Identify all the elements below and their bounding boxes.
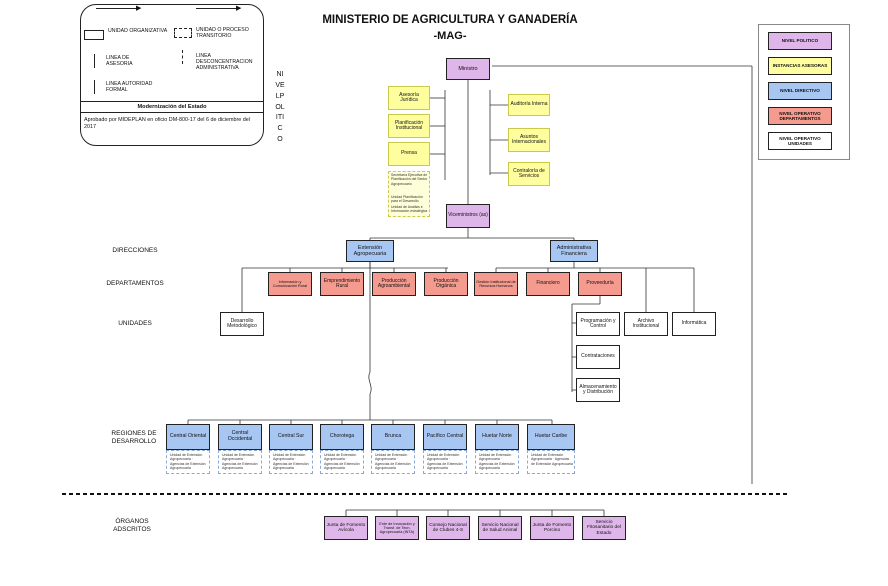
region-box[interactable]: Pacífico Central: [423, 424, 467, 450]
legend-autoridad-line: [94, 80, 96, 94]
legend-dashed-box-icon: [174, 28, 192, 38]
legend-solid-box-icon: [84, 30, 104, 40]
region-note: Unidad de Extensión Agropecuaria · Agenc…: [531, 453, 573, 466]
legend-linea-desconcentracion: LINEA DESCONCENTRACION ADMINISTRATIVA: [196, 53, 253, 71]
region-note-frame: [475, 450, 519, 474]
legend-linea-asesoria: LINEA DE ASESORIA: [106, 55, 133, 67]
region-box[interactable]: Huetar Caribe: [527, 424, 575, 450]
organo-box[interactable]: Servicio Nacional de Salud Animal: [478, 516, 522, 540]
row-label-departamentos: DEPARTAMENTOS: [106, 280, 164, 287]
departamento-box[interactable]: Producción Orgánica: [424, 272, 468, 296]
organo-box[interactable]: Ente de Innovación y Transf. de Tecn. Ag…: [375, 516, 419, 540]
note-secretaria-ejecutiva: Secretaría Ejecutiva de Planificación de…: [391, 173, 428, 186]
row-label-organos: ÓRGANOS ADSCRITOS: [113, 518, 151, 534]
organo-box[interactable]: Junta de Fomento Avícola: [324, 516, 368, 540]
legend-asesoria-line: [94, 54, 96, 68]
chart-subtitle: -MAG-: [433, 30, 467, 42]
region-note-frame: [527, 450, 575, 474]
contrataciones-box[interactable]: Contrataciones: [576, 345, 620, 369]
region-note: Unidad de Extensión Agropecuaria · Agenc…: [375, 453, 411, 471]
note-unidad-analisis: Unidad de Análisis e Información estraté…: [391, 205, 428, 214]
auditoria-interna-box[interactable]: Auditoría Interna: [508, 94, 550, 116]
contraloria-servicios-box[interactable]: Contraloría de Servicios: [508, 162, 550, 186]
chart-title: MINISTERIO DE AGRICULTURA Y GANADERÍA: [322, 14, 578, 26]
region-box[interactable]: Central Oriental: [166, 424, 210, 450]
region-note-frame: [371, 450, 415, 474]
row-label-regiones: REGIONES DE DESARROLLO: [111, 430, 157, 446]
legend-unidad-transitorio: UNIDAD O PROCESO TRANSITORIO: [196, 27, 249, 39]
direccion-administrativa-box[interactable]: Administrativa Financiera: [550, 240, 598, 262]
region-box[interactable]: Brunca: [371, 424, 415, 450]
asesoria-juridica-box[interactable]: Asesoría Jurídica: [388, 86, 430, 110]
level-key-item: NIVEL OPERATIVO DEPARTAMENTOS: [768, 107, 832, 125]
row-label-direcciones: DIRECCIONES: [112, 247, 158, 254]
prensa-box[interactable]: Prensa: [388, 142, 430, 166]
region-note: Unidad de Extensión Agropecuaria · Agenc…: [170, 453, 206, 471]
level-key-item: NIVEL DIRECTIVO: [768, 82, 832, 100]
organo-box[interactable]: Junta de Fomento Porcino: [530, 516, 574, 540]
direccion-extension-box[interactable]: Extensión Agropecuaria: [346, 240, 394, 262]
region-box[interactable]: Central Occidental: [218, 424, 262, 450]
region-note-frame: [269, 450, 313, 474]
side-label-nivel-politico: NIVELPOLITICO: [275, 71, 285, 144]
legend-box: [80, 4, 264, 146]
region-box[interactable]: Huetar Norte: [475, 424, 519, 450]
region-note: Unidad de Extensión Agropecuaria · Agenc…: [324, 453, 360, 471]
almacenamiento-distribucion-box[interactable]: Almacenamiento y Distribución: [576, 378, 620, 402]
organo-box[interactable]: Servicio Fitosanitario del Estado: [582, 516, 626, 540]
level-key-item: INSTANCIAS ASESORAS: [768, 57, 832, 75]
departamento-box[interactable]: Producción Agroambiental: [372, 272, 416, 296]
organo-box[interactable]: Consejo Nacional de Clubes 4-S: [426, 516, 470, 540]
legend-linea-autoridad: LINEA AUTORIDAD FORMAL: [106, 81, 153, 93]
viceministros-box[interactable]: Viceministros (as): [446, 204, 490, 228]
planificacion-notes-frame: [388, 171, 430, 217]
desarrollo-metodologico-box[interactable]: Desarrollo Metodológico: [220, 312, 264, 336]
legend-divider-2: [81, 112, 263, 113]
legend-desconcentracion-line: [182, 50, 184, 64]
note-unidad-planificacion: Unidad Planificación para el Desarrollo: [391, 195, 423, 204]
departamento-box[interactable]: Gestión Institucional de Recursos Humano…: [474, 272, 518, 296]
region-box[interactable]: Chorotega: [320, 424, 364, 450]
arrow-right-icon: ▶: [236, 5, 242, 12]
region-note-frame: [218, 450, 262, 474]
region-box[interactable]: Central Sur: [269, 424, 313, 450]
level-key-item: NIVEL OPERATIVO UNIDADES: [768, 132, 832, 150]
region-note: Unidad de Extensión Agropecuaria · Agenc…: [479, 453, 515, 471]
legend-divider: [81, 101, 263, 102]
legend-arrow-line-2: [196, 8, 240, 9]
region-note: Unidad de Extensión Agropecuaria · Agenc…: [222, 453, 258, 471]
programacion-control-box[interactable]: Programación y Control: [576, 312, 620, 336]
row-label-unidades: UNIDADES: [118, 320, 152, 327]
legend-unidad-organizativa: UNIDAD ORGANIZATIVA: [108, 28, 168, 34]
asuntos-internacionales-box[interactable]: Asuntos Internacionales: [508, 128, 550, 152]
departamento-box[interactable]: Financiero: [526, 272, 570, 296]
level-key-frame: [758, 24, 850, 160]
archivo-institucional-box[interactable]: Archivo Institucional: [624, 312, 668, 336]
region-note-frame: [320, 450, 364, 474]
departamento-box[interactable]: Proveeduría: [578, 272, 622, 296]
planificacion-institucional-box[interactable]: Planificación Institucional: [388, 114, 430, 138]
ministro-box[interactable]: Ministro: [446, 58, 490, 80]
region-note-frame: [423, 450, 467, 474]
legend-arrow-line: [96, 8, 140, 9]
level-key-item: NIVEL POLITICO: [768, 32, 832, 50]
legend-aprobado: Aprobado por MIDEPLAN en oficio DM-800-1…: [84, 117, 250, 131]
departamento-box[interactable]: Información y Comunicación Rural: [268, 272, 312, 296]
region-note: Unidad de Extensión Agropecuaria · Agenc…: [427, 453, 463, 471]
arrow-right-icon: ▶: [136, 5, 142, 12]
legend-modernizacion: Modernización del Estado: [137, 104, 207, 110]
region-note: Unidad de Extensión Agropecuaria · Agenc…: [273, 453, 309, 471]
informatica-box[interactable]: Informática: [672, 312, 716, 336]
departamento-box[interactable]: Emprendimiento Rural: [320, 272, 364, 296]
region-note-frame: [166, 450, 210, 474]
